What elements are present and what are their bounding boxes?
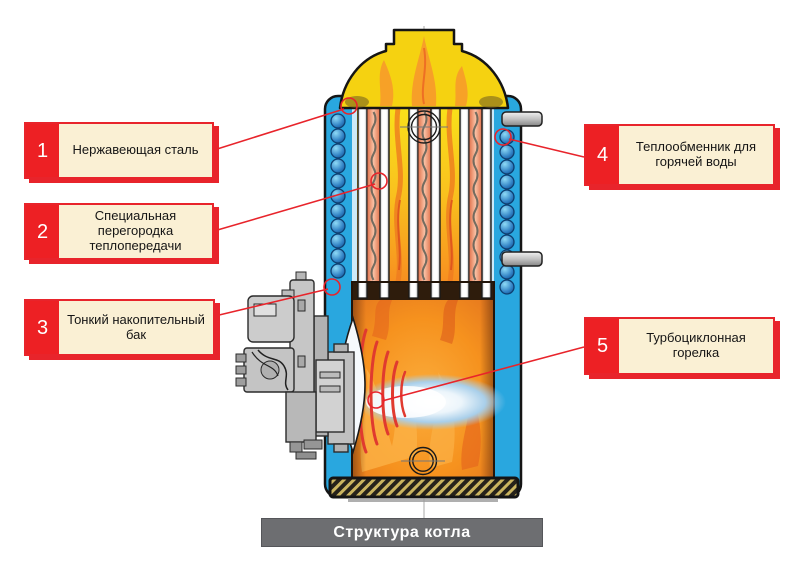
label-number: 2 bbox=[26, 205, 59, 258]
label-text: Турбоциклонная горелка bbox=[646, 330, 746, 360]
tube-ends bbox=[352, 281, 494, 300]
callout-lines bbox=[213, 97, 585, 409]
heat-exchanger-zone bbox=[352, 104, 494, 285]
sight-glass-top bbox=[400, 110, 448, 144]
ground-shadow bbox=[348, 498, 498, 502]
label-box-heat-exchanger: 4 Теплообменник для горячей воды bbox=[584, 124, 775, 186]
boiler-dome bbox=[338, 28, 510, 110]
label-text: Специальная перегородка теплопередачи bbox=[89, 208, 182, 253]
hot-water-pipes bbox=[501, 111, 543, 267]
boiler-base bbox=[328, 476, 520, 502]
label-number: 1 bbox=[26, 124, 59, 177]
water-jacket-coil-left bbox=[330, 113, 346, 279]
sight-glass-bottom bbox=[401, 446, 445, 476]
soot-smudge-right bbox=[479, 96, 503, 108]
label-box-stainless-steel: 1 Нержавеющая сталь bbox=[24, 122, 214, 179]
water-jacket-coil-right bbox=[499, 129, 515, 295]
label-text: Тонкий накопительный бак bbox=[67, 311, 205, 342]
label-number: 4 bbox=[586, 126, 619, 184]
heat-transfer-tubes bbox=[357, 105, 492, 285]
diagram-caption: Структура котла bbox=[261, 518, 543, 547]
label-box-storage-tank: 3 Тонкий накопительный бак bbox=[24, 299, 215, 356]
label-number: 3 bbox=[26, 301, 59, 354]
label-box-heat-transfer-partition: 2 Специальная перегородка теплопередачи bbox=[24, 203, 214, 260]
label-text: Нержавеющая сталь bbox=[72, 142, 199, 158]
label-text: Теплообменник для горячей воды bbox=[635, 139, 757, 169]
burner-assembly bbox=[235, 271, 355, 460]
label-number: 5 bbox=[586, 319, 619, 373]
label-box-turbocyclone-burner: 5 Турбоциклонная горелка bbox=[584, 317, 775, 375]
